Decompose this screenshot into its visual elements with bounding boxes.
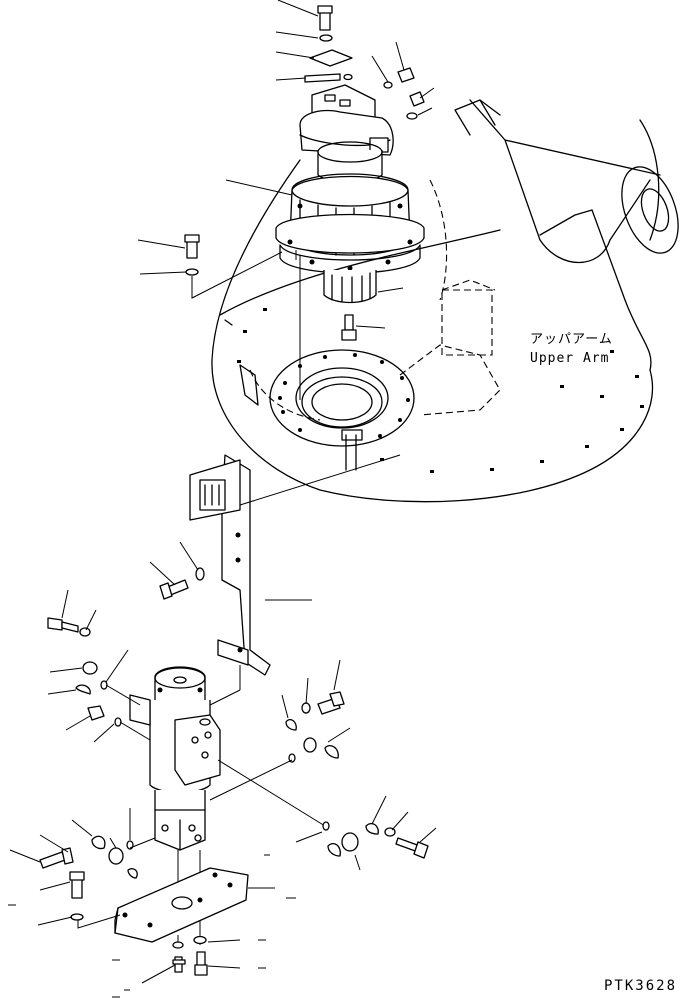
swivel-fittings-left <box>47 589 151 743</box>
swing-motor <box>275 84 425 400</box>
upper-arm-label-en: Upper Arm <box>530 351 609 366</box>
bracket <box>149 454 401 676</box>
swivel-fittings-left-lower <box>39 808 156 879</box>
top-leader-lines <box>137 0 435 329</box>
upper-arm-housing <box>211 99 679 503</box>
leader-ticks <box>8 897 296 998</box>
swivel-fittings-right <box>209 659 351 831</box>
drawing-code: PTK3628 <box>604 978 677 994</box>
bottom-hardware <box>9 847 241 984</box>
upper-arm-label-jp: アッパアーム <box>530 332 613 347</box>
swivel-fittings-right-lower <box>264 795 437 871</box>
top-hardware <box>184 5 425 341</box>
mounting-plate <box>114 867 275 948</box>
swivel-joint <box>129 665 241 935</box>
